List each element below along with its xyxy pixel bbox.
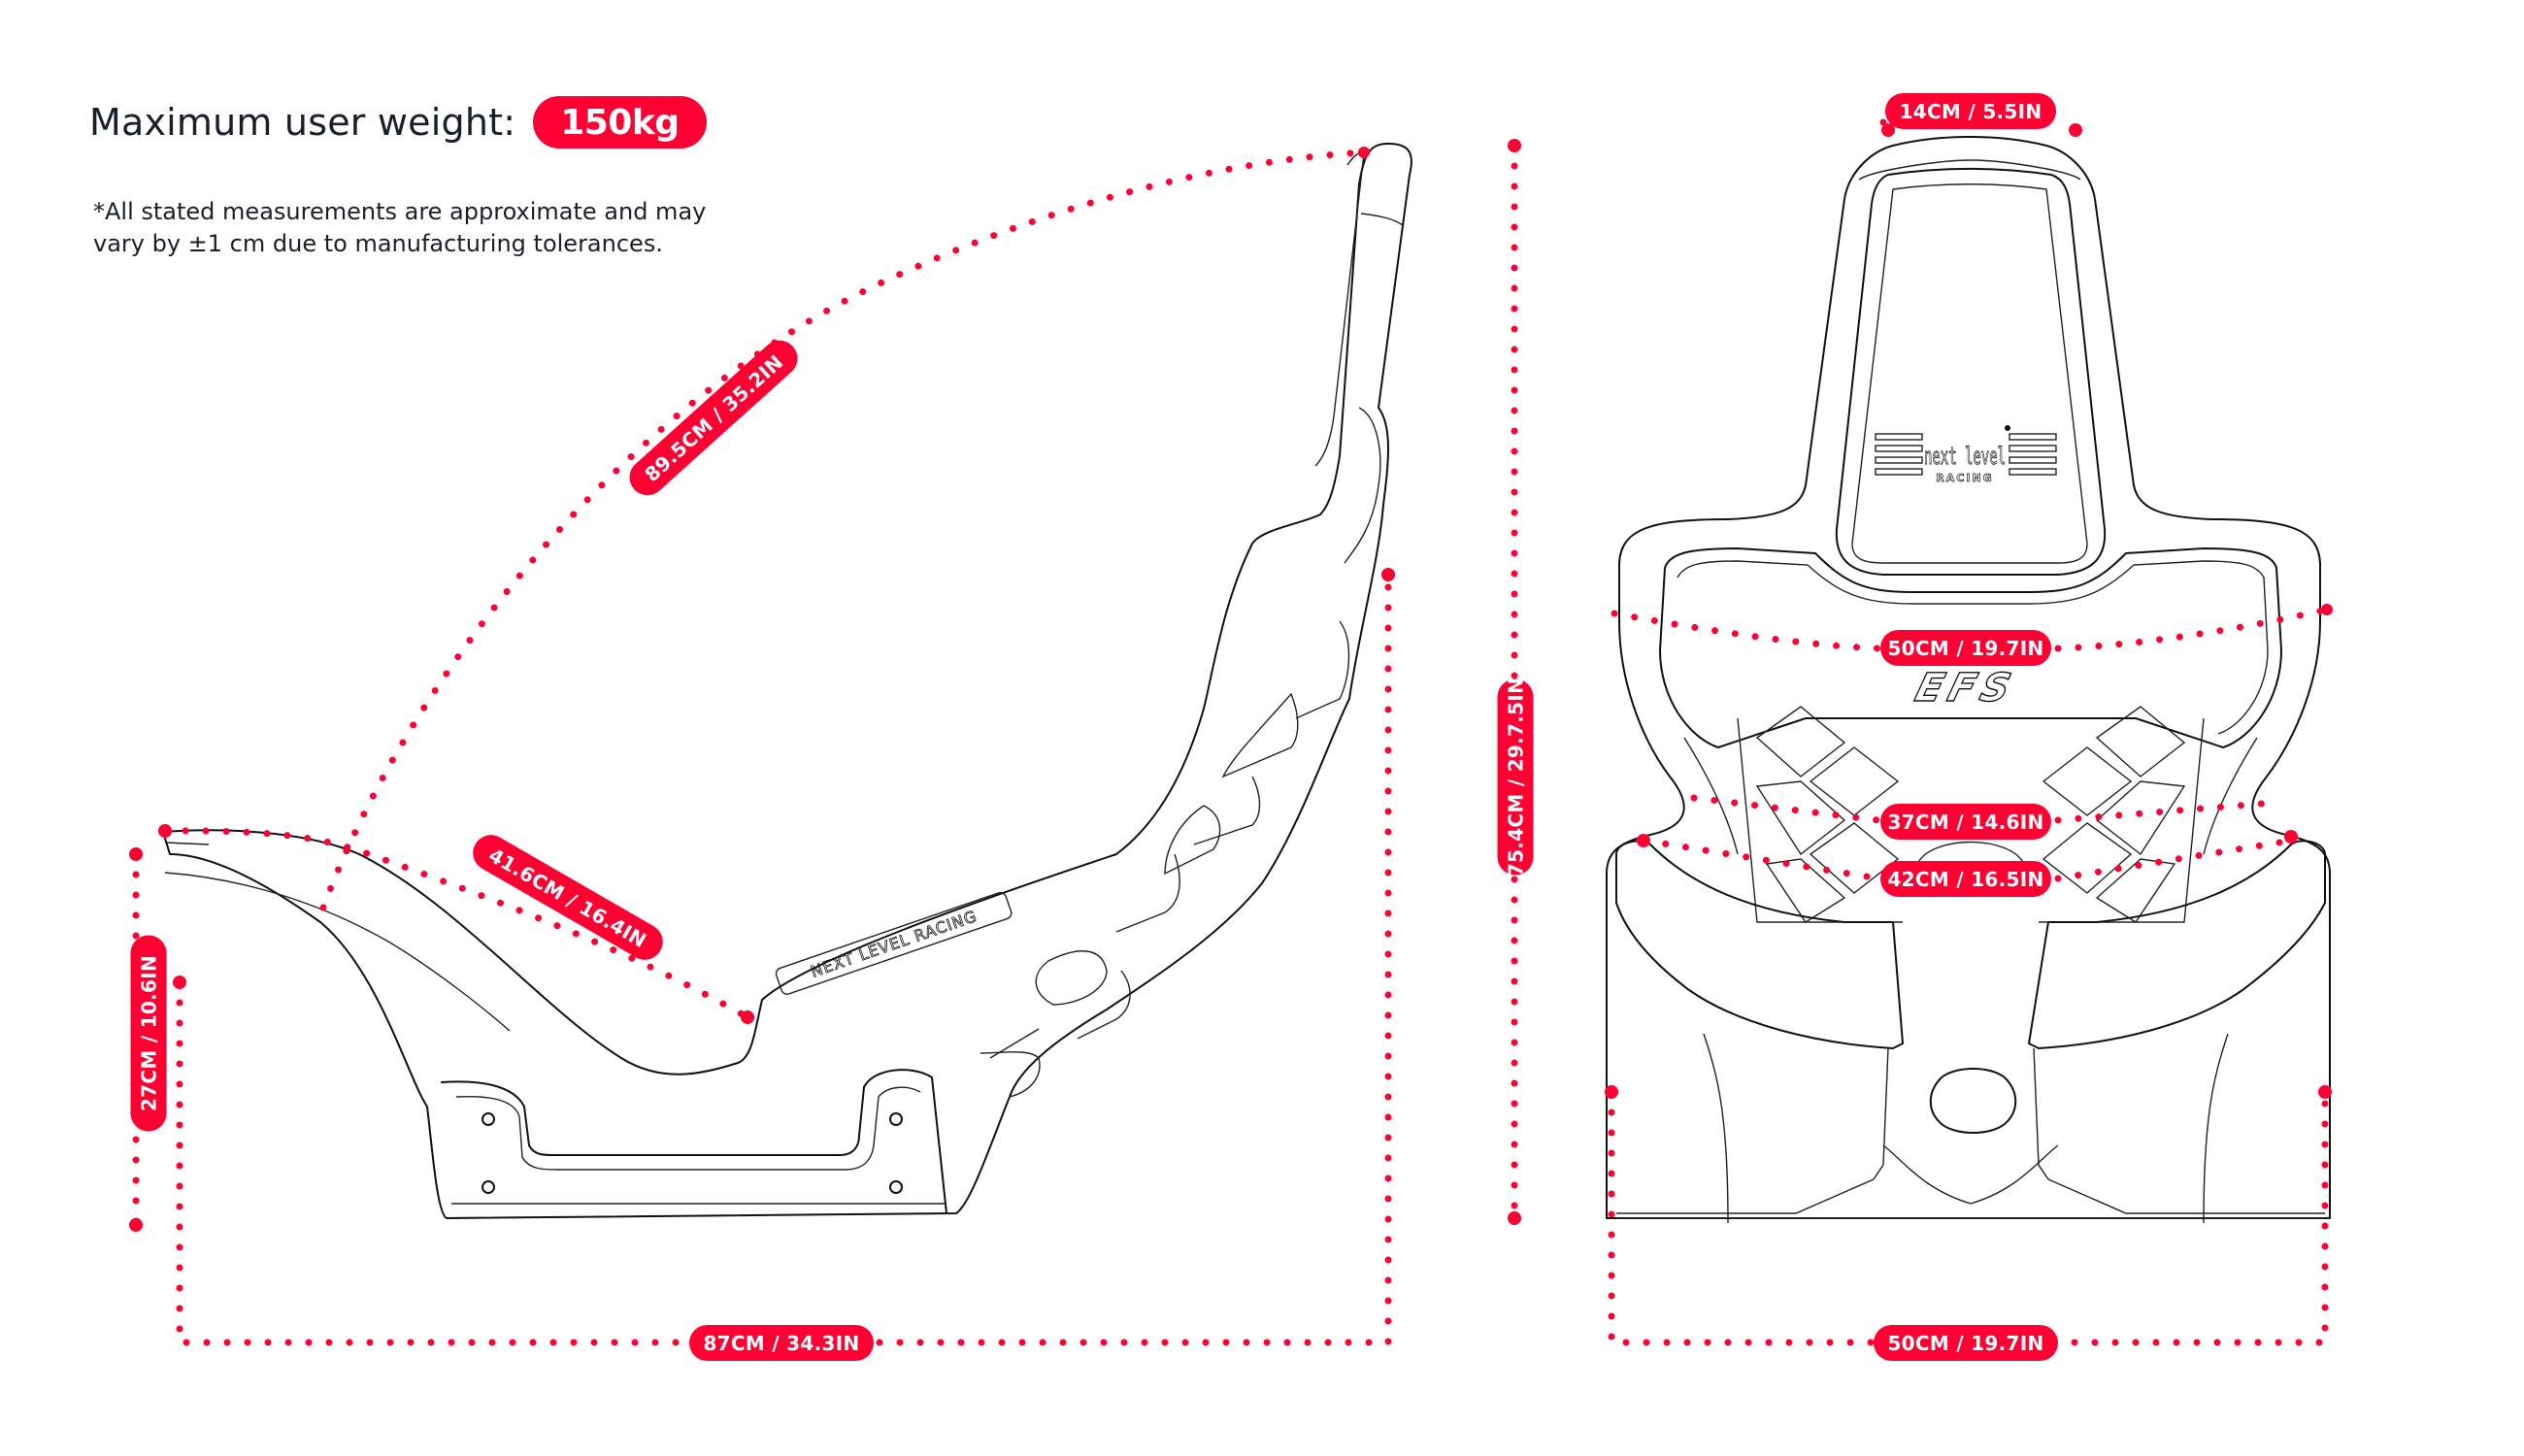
dim-badge-shoulder-width: 50CM / 19.7IN	[1880, 630, 2051, 666]
headrest-panel	[1835, 168, 2107, 576]
front-dimension-lines	[1508, 118, 2333, 1346]
dim-badge-overall-length: 87CM / 34.3IN	[689, 1325, 874, 1361]
dim-line-base-width	[1608, 1088, 2329, 1346]
shoulder-frame	[1659, 547, 2282, 748]
side-brand-strip: NEXT LEVEL RACING	[775, 891, 1013, 995]
max-weight-heading: Maximum user weight: 150kg	[89, 95, 707, 149]
side-dimension-lines	[129, 147, 1395, 1346]
front-view-seat: next level RACING EFS	[1606, 136, 2331, 1224]
max-weight-label: Maximum user weight:	[89, 101, 516, 144]
mount-hole	[889, 1112, 903, 1126]
dim-line-base-depth	[161, 827, 751, 1021]
right-thigh-bolster	[2028, 840, 2326, 1049]
front-seat-outline	[1606, 136, 2331, 1219]
logo-line2: RACING	[1936, 472, 1993, 484]
side-bolster-ribs	[980, 407, 1381, 1098]
dim-badge-overall-height: 75.4CM / 29.7.5IN	[1497, 678, 1534, 877]
dim-badge-hip-inner-width: 37CM / 14.6IN	[1880, 804, 2051, 840]
logo-line1: next level	[1924, 443, 2006, 470]
measurement-disclaimer: *All stated measurements are approximate…	[93, 198, 707, 257]
side-seat-inner-line	[164, 872, 511, 1032]
dim-line-seat-length	[319, 149, 1368, 911]
dim-badge-front-height: 27CM / 10.6IN	[130, 935, 167, 1132]
front-center-opening	[1929, 1068, 2017, 1134]
next-level-racing-logo: next level RACING	[1875, 425, 2057, 484]
max-weight-badge: 150kg	[533, 96, 707, 149]
side-backrest-edge	[1314, 151, 1365, 467]
left-thigh-bolster	[1615, 840, 1904, 1049]
mount-hole	[889, 1180, 903, 1194]
dim-badge-hip-outer-width: 42CM / 16.5IN	[1880, 861, 2051, 897]
mount-hole	[482, 1112, 495, 1126]
dim-badge-base-width: 50CM / 19.7IN	[1874, 1325, 2058, 1361]
side-base-plate	[441, 1069, 947, 1214]
brand-strip-text: NEXT LEVEL RACING	[809, 907, 980, 981]
dim-line-overall-length	[176, 571, 1392, 1346]
mount-hole	[482, 1180, 495, 1194]
dim-line-headrest-width	[1870, 118, 1887, 134]
side-view-seat: NEXT LEVEL RACING	[162, 143, 1412, 1219]
dim-badge-headrest-width: 14CM / 5.5IN	[1885, 93, 2056, 129]
side-seat-shell-outline	[162, 143, 1412, 1219]
efs-model-badge: EFS	[1910, 665, 2021, 711]
